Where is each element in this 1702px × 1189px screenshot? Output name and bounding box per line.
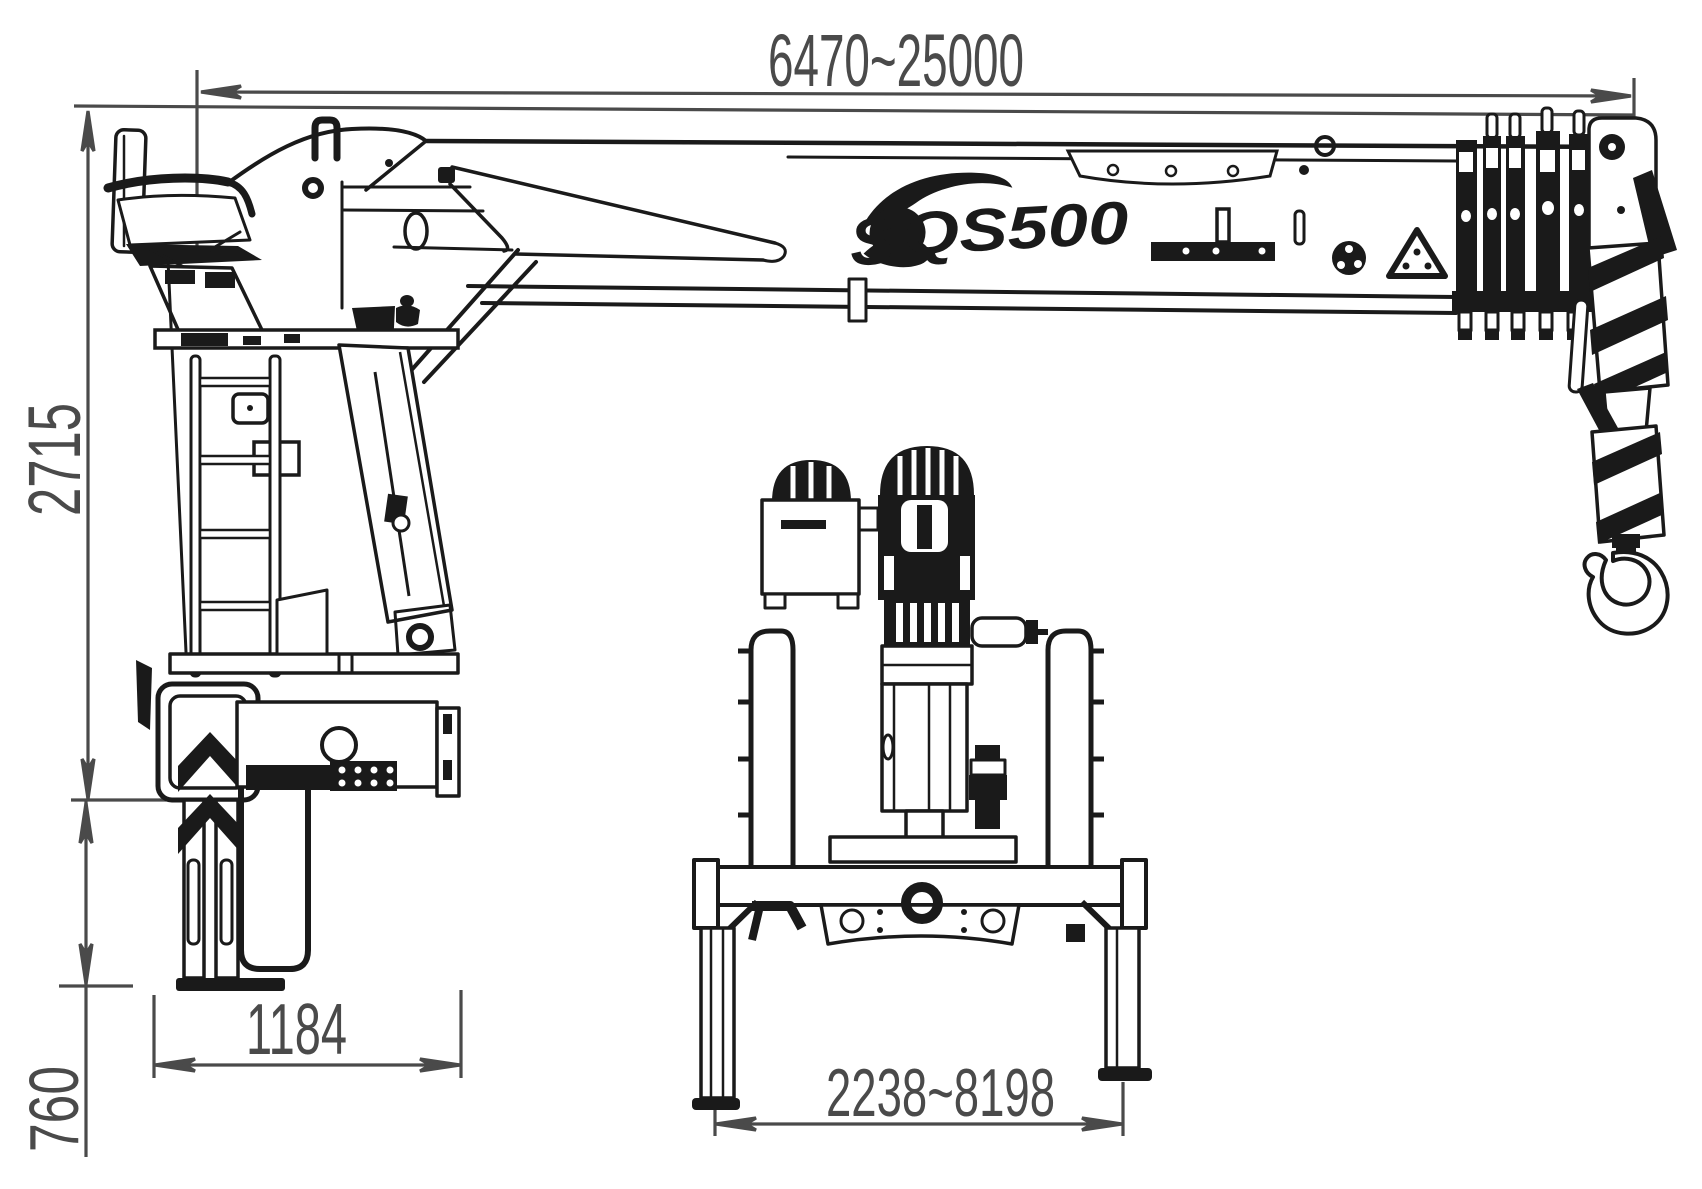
svg-text:1184: 1184	[246, 990, 347, 1070]
svg-text:760: 760	[15, 1066, 93, 1152]
svg-text:QS500: QS500	[901, 189, 1130, 268]
svg-text:2715: 2715	[13, 403, 96, 516]
svg-text:6470~25000: 6470~25000	[768, 19, 1024, 102]
svg-text:2238~8198: 2238~8198	[826, 1055, 1055, 1131]
svg-text:S: S	[848, 203, 896, 279]
